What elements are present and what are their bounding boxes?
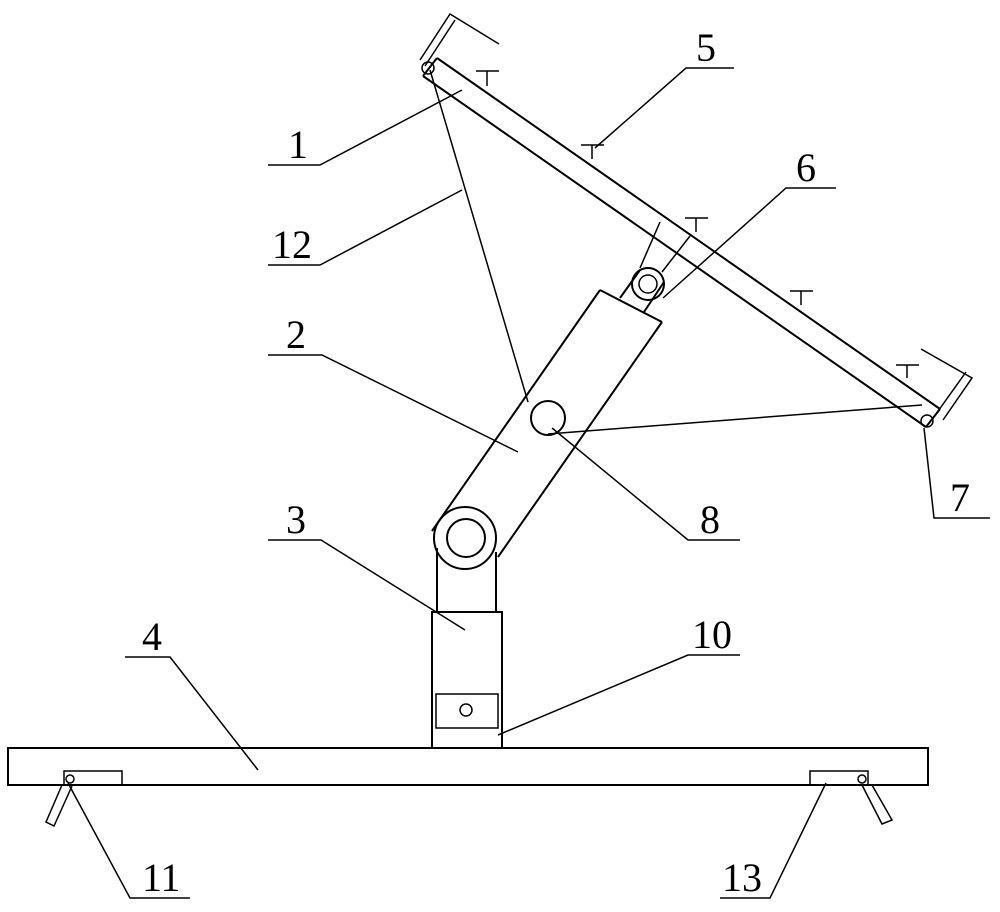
label-8: 8 [700, 497, 720, 542]
label-7: 7 [950, 475, 970, 520]
part-labels: 1 12 2 3 4 5 6 7 8 10 11 13 [142, 25, 970, 900]
right-foot [809, 770, 894, 825]
label-11: 11 [142, 855, 181, 900]
telescopic-arm [431, 289, 663, 558]
upper-rod [619, 221, 691, 313]
label-12: 12 [272, 222, 312, 267]
label-13: 13 [722, 855, 762, 900]
cables [429, 69, 923, 435]
label-5: 5 [696, 25, 716, 70]
label-1: 1 [288, 122, 308, 167]
base-plate [7, 747, 929, 786]
support-post [431, 548, 503, 749]
suction-cups [476, 70, 919, 378]
panel-frame [419, 12, 974, 428]
left-foot [45, 770, 123, 828]
label-4: 4 [142, 614, 162, 659]
label-3: 3 [286, 497, 306, 542]
leader-lines [67, 67, 990, 899]
label-6: 6 [796, 145, 816, 190]
label-10: 10 [692, 612, 732, 657]
label-2: 2 [286, 312, 306, 357]
lower-pivot [433, 506, 497, 570]
